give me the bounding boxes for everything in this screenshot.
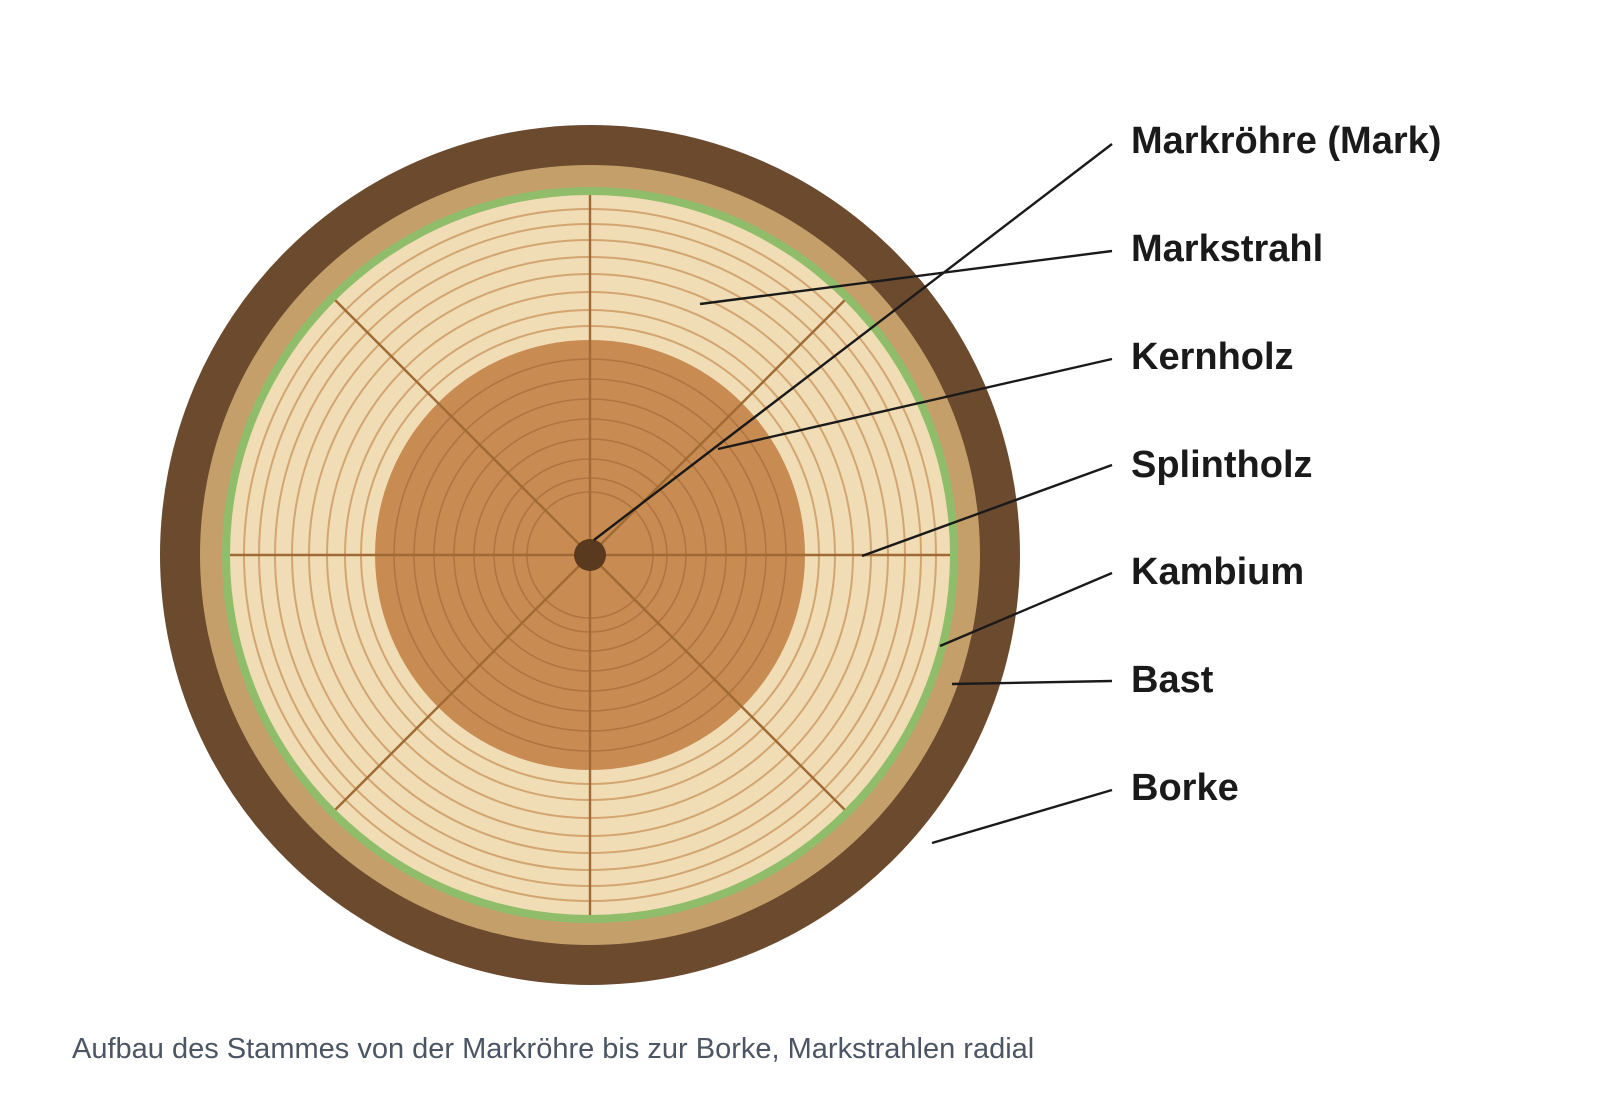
leader-line-mark — [593, 143, 1113, 541]
label-kambium: Kambium — [1131, 551, 1304, 593]
label-mark: Markröhre (Mark) — [1131, 120, 1441, 162]
markstrahlen — [230, 195, 950, 915]
label-markstrahl: Markstrahl — [1131, 228, 1323, 270]
leader-line-markstrahl — [699, 249, 1113, 306]
label-kernholz: Kernholz — [1131, 336, 1294, 378]
markstrahl-line — [334, 299, 591, 556]
leader-line-kambium — [939, 571, 1113, 648]
leader-line-bast — [951, 679, 1113, 686]
markroehre — [574, 539, 606, 571]
label-borke: Borke — [1131, 767, 1239, 809]
label-splintholz: Splintholz — [1131, 444, 1313, 486]
leader-line-borke — [931, 788, 1113, 845]
markstrahl-line — [334, 554, 591, 811]
caption: Aufbau des Stammes von der Markröhre bis… — [72, 1033, 1034, 1065]
leader-line-splintholz — [861, 463, 1113, 558]
markstrahl-line — [589, 299, 846, 556]
label-bast: Bast — [1131, 659, 1214, 701]
markstrahl-line — [589, 554, 846, 811]
leader-line-kernholz — [717, 357, 1113, 451]
